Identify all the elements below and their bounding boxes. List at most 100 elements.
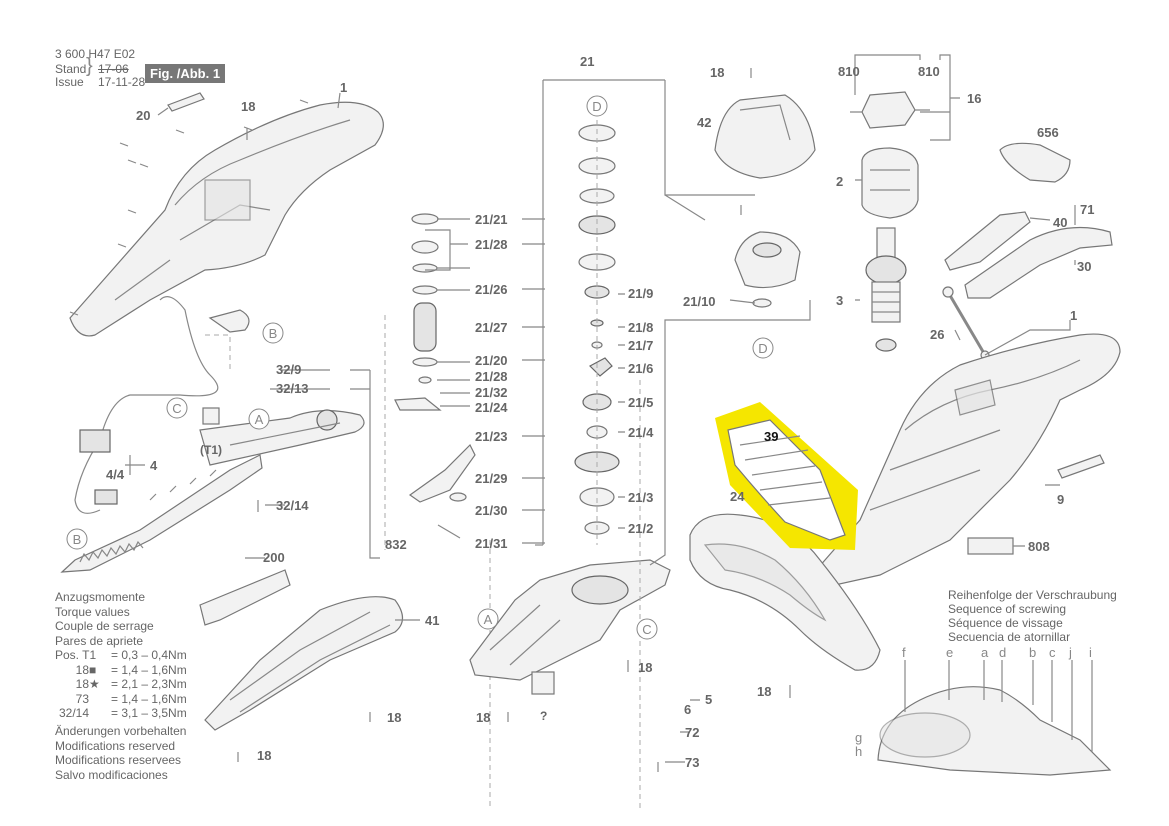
modifications-es: Salvo modificaciones (55, 767, 168, 782)
part-label: 656 (1037, 125, 1059, 140)
handle-cover-656 (999, 142, 1071, 183)
part-label: 21/28 (475, 237, 508, 252)
leader-lines (125, 54, 1076, 763)
part-label: 1 (340, 80, 347, 95)
part-label: 16 (967, 91, 981, 106)
part-label: 21/8 (628, 320, 653, 335)
part-label: 18 (710, 65, 724, 80)
circle-letter-A1: A (248, 408, 270, 430)
part-label: 32/9 (276, 362, 301, 377)
part-label: 9 (1057, 492, 1064, 507)
svg-text:C: C (642, 622, 651, 637)
modifications-notes: Änderungen vorbehalten Modifications res… (55, 724, 186, 782)
part-label: 21/23 (475, 429, 508, 444)
part-label: 21/20 (475, 353, 508, 368)
housing-half-top-left (69, 101, 384, 337)
part-label: 21/5 (628, 395, 653, 410)
part-label: 810 (838, 64, 860, 79)
svg-text:B: B (269, 326, 278, 341)
torque-title-en: Torque values (55, 604, 130, 619)
svg-text:A: A (255, 412, 264, 427)
label-9 (1057, 454, 1105, 479)
torque-table: Pos. T1= 0,3 – 0,4Nm 18■= 1,4 – 1,6Nm 18… (55, 648, 187, 721)
svg-text:C: C (172, 401, 181, 416)
part-label: 21/32 (475, 385, 508, 400)
circle-letter-C2: C (636, 618, 658, 640)
part-label: 6 (684, 702, 691, 717)
part-label: 810 (918, 64, 940, 79)
sequence-fr: Séquence de vissage (948, 616, 1063, 630)
svg-text:D: D (758, 341, 767, 356)
modifications-fr: Modifications reservees (55, 753, 182, 767)
sequence-letter: f (902, 645, 906, 660)
screw-sequence-letters: f e a d b c j i g h (855, 645, 1092, 759)
gear-plate-assembly (199, 409, 365, 466)
svg-text:D: D (592, 99, 601, 114)
sequence-letter: d (999, 645, 1006, 660)
document-number: 3 600 H47 E02 (55, 47, 136, 61)
torque-notes: Anzugsmomente Torque values Couple de se… (55, 590, 154, 648)
part-label: 72 (685, 725, 699, 740)
part-label: 39 (764, 429, 778, 444)
housing-half-bottom-41 (204, 596, 404, 731)
switch-cable-assembly (74, 296, 250, 514)
part-label: 32/13 (276, 381, 309, 396)
part-label: 18 (638, 660, 652, 675)
part-label: 42 (697, 115, 711, 130)
small-screws-top-left (69, 99, 309, 316)
sequence-letter: b (1029, 645, 1036, 660)
label-strip-20 (167, 92, 205, 112)
figure-label: Fig. /Abb. 1 (145, 64, 226, 83)
part-label: 20 (136, 108, 150, 123)
switch-part (531, 671, 555, 695)
sequence-letter: a (981, 645, 989, 660)
screw-sequence-notes: Reihenfolge der Verschraubung Sequence o… (948, 588, 1117, 644)
handle-switch-40 (944, 211, 1031, 271)
torque-row: Pos. T1= 0,3 – 0,4Nm (55, 648, 187, 662)
motor-armature-3 (865, 227, 907, 352)
part-label: 21/4 (628, 425, 654, 440)
part-label: 18 (757, 684, 771, 699)
circle-letter-B1: B (262, 322, 284, 344)
part-label: 21 (580, 54, 594, 69)
modifications-de: Änderungen vorbehalten (55, 724, 187, 738)
part-label: 30 (1077, 259, 1091, 274)
highlighted-part-39 (715, 402, 858, 550)
blade-assembly (60, 454, 263, 573)
main-housing-1 (817, 333, 1121, 586)
part-label: 18 (387, 710, 401, 725)
label-808 (967, 537, 1014, 555)
sequence-de: Reihenfolge der Verschraubung (948, 588, 1117, 602)
part-label: 21/30 (475, 503, 508, 518)
part-label: 4/4 (106, 467, 125, 482)
part-label: 21/31 (475, 536, 508, 551)
fan-cover-42 (714, 94, 816, 179)
sequence-en: Sequence of screwing (948, 602, 1067, 616)
torque-title-fr: Couple de serrage (55, 619, 154, 633)
motor-support-bracket (734, 231, 801, 289)
part-label: ? (540, 709, 547, 723)
part-label: 21/29 (475, 471, 508, 486)
sequence-letter: h (855, 744, 862, 759)
part-label: 41 (425, 613, 439, 628)
part-label: (T1) (200, 443, 222, 457)
circle-letter-D2: D (752, 337, 774, 359)
circle-letter-C1: C (166, 397, 188, 419)
screw-sequence-drawing (877, 660, 1112, 776)
part-label: 18 (241, 99, 255, 114)
torque-title-es: Pares de apriete (55, 633, 144, 648)
part-label: 21/26 (475, 282, 508, 297)
reference-dashes (205, 315, 641, 810)
gear-left-parts (394, 213, 476, 539)
circle-letter-A2: A (477, 608, 499, 630)
part-label: 4 (150, 458, 158, 473)
part-label: 21/7 (628, 338, 653, 353)
handle-loop-24 (689, 513, 881, 671)
connecting-rod-26 (942, 286, 990, 360)
torque-title-de: Anzugsmomente (55, 590, 146, 604)
stand-label: Stand (55, 62, 87, 76)
part-labels: 1 20 18 21 18 42 810 810 16 656 2 40 71 … (106, 54, 1094, 770)
washer-21-10 (752, 298, 772, 308)
part-label: 40 (1053, 215, 1067, 230)
